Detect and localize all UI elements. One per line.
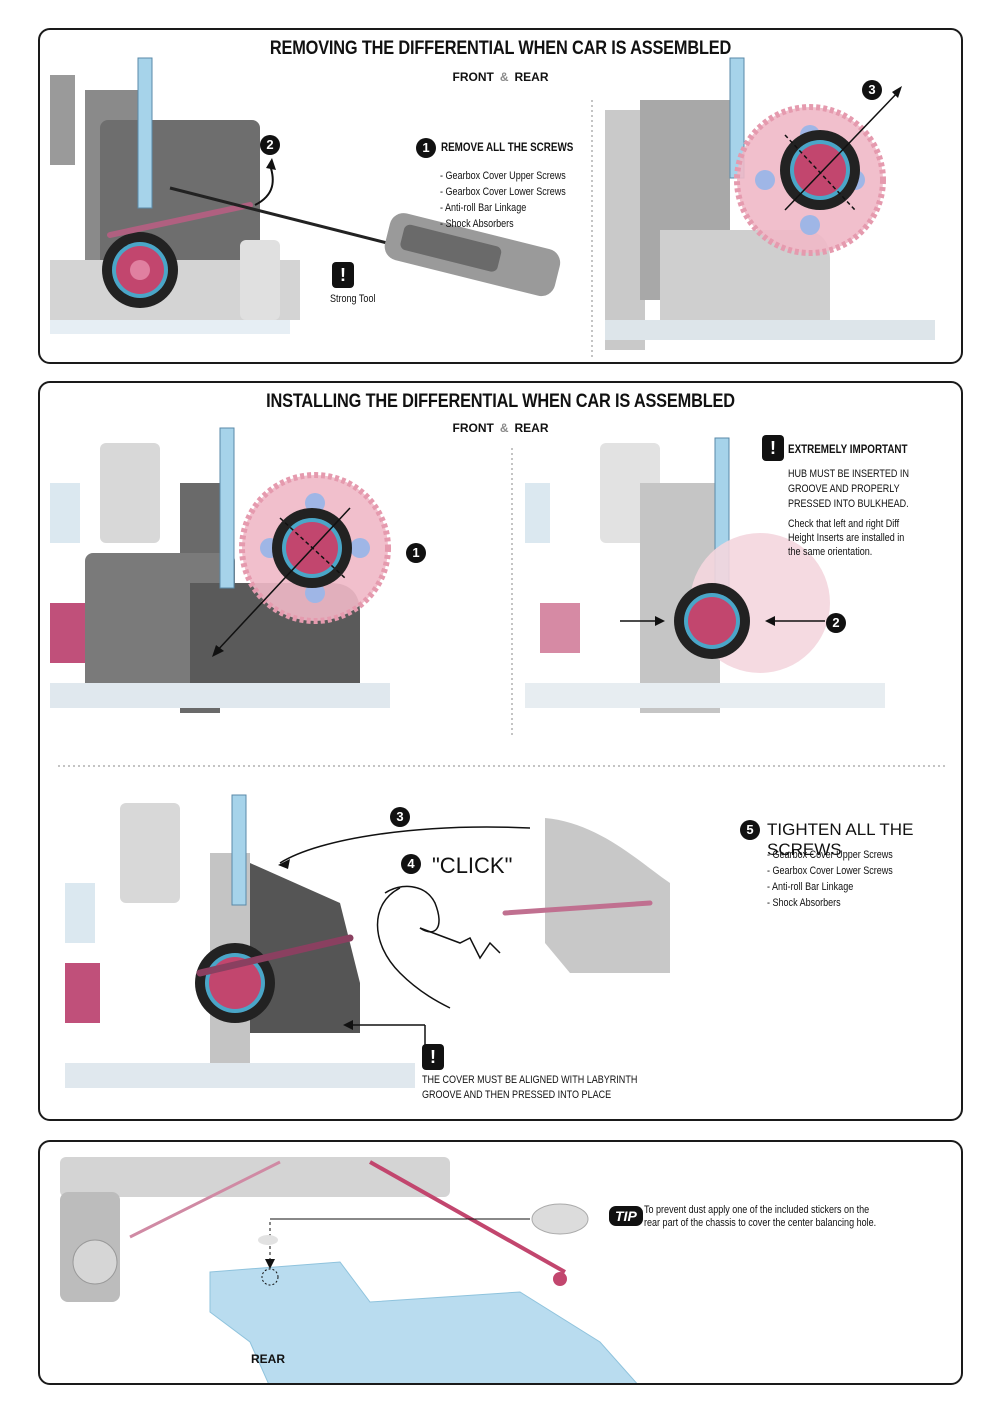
tighten-item: - Shock Absorbers (767, 897, 841, 909)
cover-warning-icon: ! (422, 1044, 444, 1070)
check-line: the same orientation. (788, 546, 873, 558)
installing-illustration (50, 427, 945, 1088)
tip-panel: TIP To prevent dust apply one of the inc… (38, 1140, 963, 1385)
gearbox-left-drawing (50, 57, 561, 334)
step-1-item: - Gearbox Cover Lower Screws (440, 186, 566, 198)
step-3-badge: 3 (862, 80, 882, 100)
removing-illustration (50, 57, 935, 360)
tighten-heading: TIGHTEN ALL THE SCREWS (767, 820, 914, 859)
step-1-item: - Shock Absorbers (440, 218, 514, 230)
rear-label: REAR (251, 1352, 286, 1366)
step-1-item: - Anti-roll Bar Linkage (440, 202, 527, 214)
step-2-badge: 2 (260, 135, 280, 155)
section-title: REMOVING THE DIFFERENTIAL WHEN CAR IS AS… (269, 38, 732, 59)
step-1-badge: 1 (416, 138, 436, 158)
warning-icon: ! (332, 262, 354, 288)
rear-label: REAR (514, 421, 549, 435)
tip-text: To prevent dust apply one of the include… (644, 1204, 876, 1230)
ampersand: & (499, 70, 509, 84)
click-label: "CLICK" (432, 853, 513, 878)
step-3-badge: 3 (390, 807, 410, 827)
step-1-item: - Gearbox Cover Upper Screws (440, 170, 566, 182)
strong-tool-label: Strong Tool (330, 293, 376, 305)
install-step-1-drawing (50, 427, 391, 713)
check-line: Height Inserts are installed in (788, 532, 905, 544)
important-warning-icon: ! (762, 435, 784, 461)
installing-differential-panel: INSTALLING THE DIFFERENTIAL WHEN CAR IS … (38, 381, 963, 1121)
cover-line: THE COVER MUST BE ALIGNED WITH LABYRINTH (422, 1074, 638, 1086)
removing-differential-panel: REMOVING THE DIFFERENTIAL WHEN CAR IS AS… (38, 28, 963, 364)
rear-label: REAR (514, 70, 549, 84)
important-line: GROOVE AND PROPERLY (788, 483, 900, 495)
tip-badge: TIP (609, 1206, 643, 1226)
front-label: FRONT (452, 70, 494, 84)
important-line: PRESSED INTO BULKHEAD. (788, 498, 909, 510)
ampersand: & (499, 421, 509, 435)
cover-note: THE COVER MUST BE ALIGNED WITH LABYRINTH… (422, 1073, 637, 1103)
install-step-3-4-drawing (65, 794, 670, 1088)
tighten-item: - Gearbox Cover Upper Screws (767, 849, 893, 861)
cover-line: GROOVE AND THEN PRESSED INTO PLACE (422, 1089, 612, 1101)
tighten-item: - Anti-roll Bar Linkage (767, 881, 854, 893)
step-1-heading: REMOVE ALL THE SCREWS (441, 140, 574, 154)
check-line: Check that left and right Diff (788, 518, 900, 530)
tip-line: rear part of the chassis to cover the ce… (644, 1217, 877, 1229)
step-5-badge: 5 (740, 820, 760, 840)
section-title: INSTALLING THE DIFFERENTIAL WHEN CAR IS … (266, 391, 735, 412)
important-heading: EXTREMELY IMPORTANT (788, 442, 908, 456)
tighten-item: - Gearbox Cover Lower Screws (767, 865, 893, 877)
step-2-badge: 2 (826, 613, 846, 633)
step-4-badge: 4 (401, 854, 421, 874)
check-note: Check that left and right Diff Height In… (788, 517, 904, 559)
tip-line: To prevent dust apply one of the include… (644, 1204, 870, 1216)
important-body: HUB MUST BE INSERTED IN GROOVE AND PROPE… (788, 467, 909, 512)
step-1-list: - Gearbox Cover Upper Screws - Gearbox C… (440, 168, 566, 232)
chassis-drawing (60, 1157, 638, 1383)
front-rear-label: FRONT&REAR (40, 70, 961, 84)
front-label: FRONT (452, 421, 494, 435)
chassis-illustration (60, 1157, 638, 1383)
gearbox-right-drawing (605, 57, 935, 350)
install-step-2-drawing (525, 437, 885, 713)
important-line: HUB MUST BE INSERTED IN (788, 468, 909, 480)
step-1-badge: 1 (406, 543, 426, 563)
front-rear-label: FRONT&REAR (40, 421, 961, 435)
tighten-list: - Gearbox Cover Upper Screws - Gearbox C… (767, 847, 893, 911)
